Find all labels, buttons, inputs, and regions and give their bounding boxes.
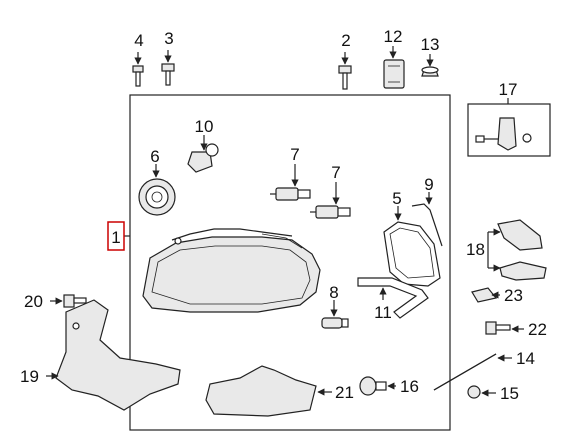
gasket-5-icon <box>383 221 441 287</box>
callout-1: 1 <box>111 228 120 247</box>
callout-21: 21 <box>335 383 354 402</box>
bulb-8-icon <box>321 317 349 329</box>
callout-19: 19 <box>20 367 39 386</box>
callout-5: 5 <box>392 189 401 208</box>
bolt-4-icon <box>132 65 144 87</box>
headlamp-housing <box>142 228 321 313</box>
callout-7b: 7 <box>331 163 340 182</box>
grommet-16-icon <box>359 376 387 396</box>
bracket-17-icon <box>475 117 532 151</box>
callout-12: 12 <box>384 27 403 46</box>
callout-20: 20 <box>24 292 43 311</box>
bracket-18-icon <box>497 219 547 281</box>
part-17-box <box>467 103 551 157</box>
bolt-20-icon <box>63 294 87 308</box>
callout-8: 8 <box>329 283 338 302</box>
callout-15: 15 <box>500 384 519 403</box>
strip-11-icon <box>357 277 429 319</box>
callout-18: 18 <box>466 240 485 259</box>
rod-14-icon <box>433 353 497 391</box>
callout-23: 23 <box>504 286 523 305</box>
callout-17: 17 <box>499 80 518 99</box>
callout-7a: 7 <box>290 145 299 164</box>
bolt-3-icon <box>161 63 175 86</box>
callout-10: 10 <box>195 117 214 136</box>
clip-15-icon <box>467 385 481 399</box>
cap-6-icon <box>138 178 176 216</box>
clip-13-icon <box>421 66 439 77</box>
callout-2: 2 <box>341 31 350 50</box>
callout-22: 22 <box>528 320 547 339</box>
callout-16: 16 <box>400 377 419 396</box>
bulb-7b-icon <box>310 205 351 219</box>
callout-1-highlight <box>107 221 125 251</box>
bracket-19-icon <box>55 299 181 411</box>
callout-9: 9 <box>424 175 433 194</box>
callout-14: 14 <box>516 349 535 368</box>
callout-3: 3 <box>164 29 173 48</box>
callout-4: 4 <box>134 31 143 50</box>
callout-13: 13 <box>421 35 440 54</box>
bulb-10-icon <box>187 143 219 173</box>
bulb-7a-icon <box>270 187 311 201</box>
assembly-frame <box>129 94 451 431</box>
wire-9-icon <box>411 203 443 247</box>
bracket-21-icon <box>205 365 317 417</box>
bolt-22-icon <box>485 321 511 335</box>
callout-11: 11 <box>374 303 392 322</box>
bolt-2-icon <box>338 65 352 90</box>
callout-6: 6 <box>150 147 159 166</box>
module-12-icon <box>383 59 405 89</box>
leader-lines <box>46 46 524 397</box>
